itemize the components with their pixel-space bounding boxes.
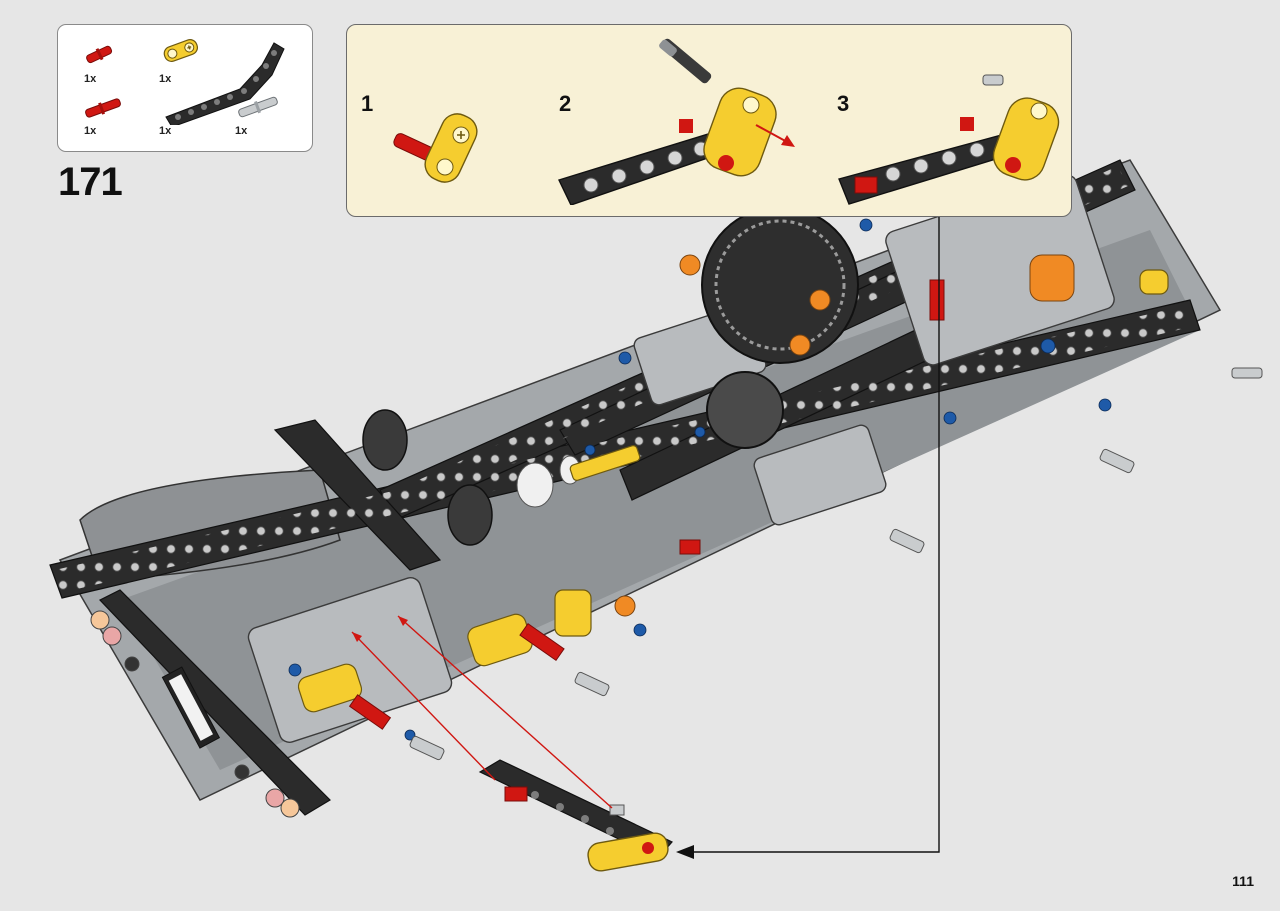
substep-1-illustration bbox=[393, 113, 478, 183]
substep-2-illustration bbox=[558, 38, 795, 205]
substep-number: 1 bbox=[361, 91, 374, 116]
red-long-pin-icon bbox=[85, 98, 121, 118]
substep-number: 2 bbox=[559, 91, 572, 116]
grey-axle-pin-icon bbox=[238, 96, 278, 118]
subassembly-liftarm bbox=[478, 759, 673, 872]
black-bent-liftarm-icon bbox=[165, 42, 285, 125]
page-number: 111 bbox=[1232, 873, 1254, 889]
substep-callout: 1 2 3 bbox=[346, 24, 1072, 217]
substep-3-illustration bbox=[838, 74, 1060, 205]
part-qty: 1x bbox=[84, 125, 97, 137]
part-qty: 1x bbox=[159, 125, 172, 137]
yellow-connector-icon bbox=[163, 39, 198, 63]
substep-number: 3 bbox=[837, 91, 850, 116]
part-qty: 1x bbox=[159, 73, 172, 85]
parts-list-panel: 1x 1x 1x 1x 1x 1x bbox=[57, 24, 313, 152]
part-qty: 1x bbox=[84, 73, 97, 85]
part-qty: 1x bbox=[235, 125, 248, 137]
red-axle-pin-icon bbox=[86, 45, 113, 64]
step-number: 171 bbox=[58, 160, 123, 204]
